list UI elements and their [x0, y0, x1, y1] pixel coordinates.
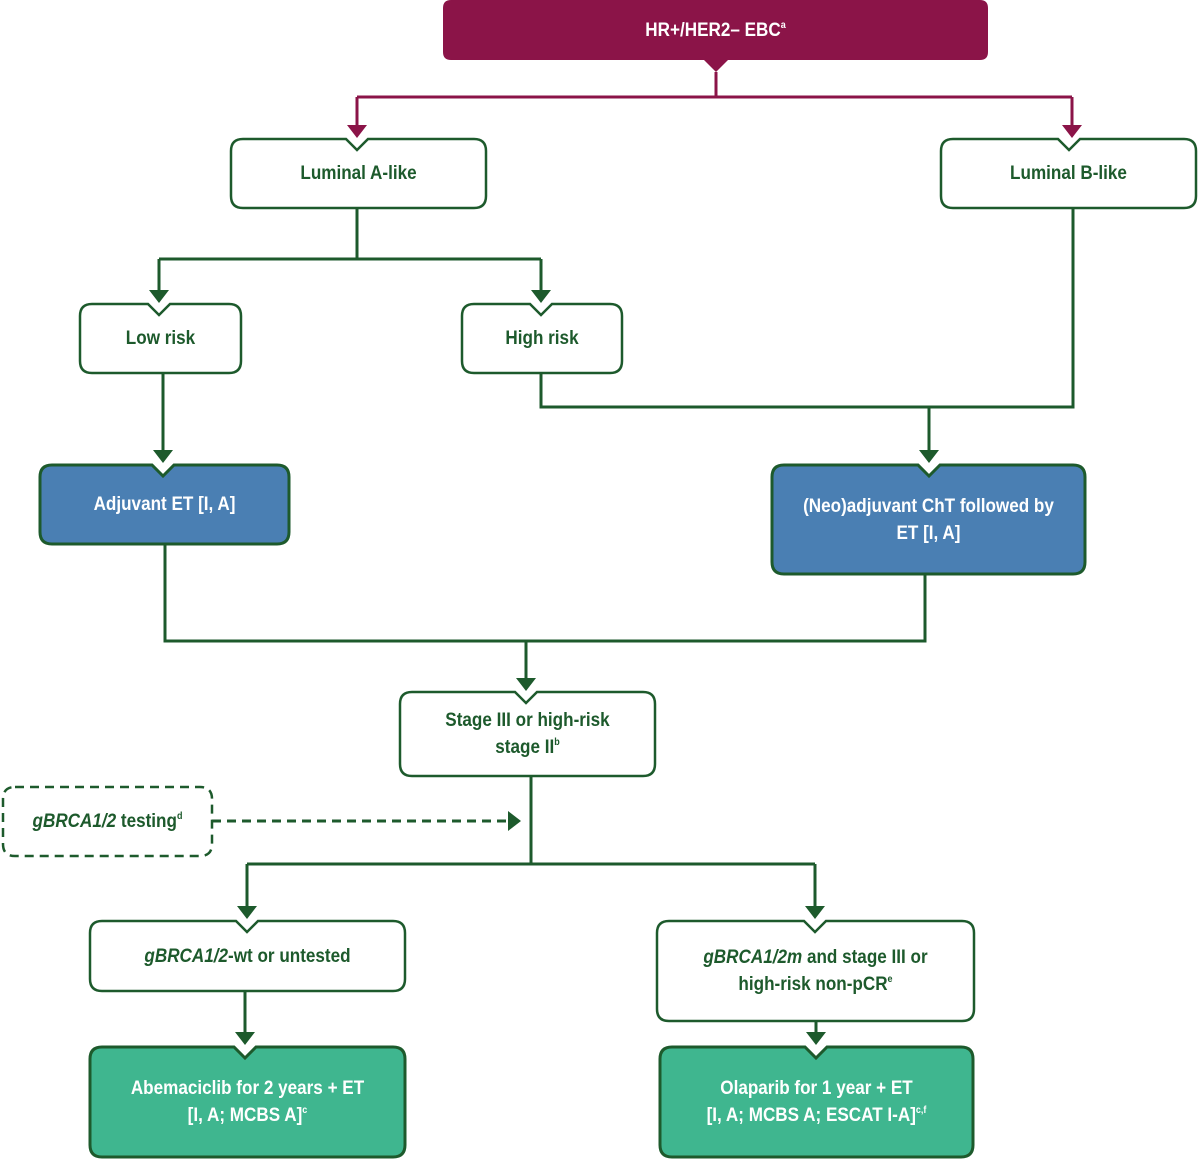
node-luminal-a-like: Luminal A-like [244, 139, 474, 208]
mut-line1: and stage III or [802, 947, 928, 968]
node-neoadjuvant-cht: (Neo)adjuvant ChT followed by ET [I, A] [788, 465, 1070, 574]
footnote-c: c [302, 1105, 308, 1116]
connector-treatment-merge [163, 544, 927, 643]
footnote-a: a [780, 19, 786, 31]
connector-high-risk-luminal-b-merge [539, 208, 1075, 409]
high-risk-box-shape [460, 302, 624, 375]
adjuvant-et-label: Adjuvant ET [I, A] [93, 494, 236, 515]
neoadjuvant-line2: ET [I, A] [896, 522, 961, 544]
node-adjuvant-et: Adjuvant ET [I, A] [52, 465, 276, 544]
arrow-to-abemaciclib [235, 1032, 255, 1045]
abemaciclib-box-shape [88, 1045, 407, 1159]
arrow-to-stage-iii [516, 678, 536, 691]
node-abemaciclib: Abemaciclib for 2 years + ET [I, A; MCBS … [106, 1047, 390, 1157]
footnote-cf: c,f [915, 1105, 927, 1116]
node-high-risk: High risk [470, 304, 614, 373]
arrow-to-mutated [805, 906, 825, 919]
stage3-line1: Stage III or high-risk [445, 710, 610, 731]
neoadjuvant-line1: (Neo)adjuvant ChT followed by [803, 495, 1054, 517]
low-risk-box-shape [78, 302, 243, 375]
low-risk-label: Low risk [125, 328, 196, 349]
luminal-a-label: Luminal A-like [300, 163, 417, 184]
arrow-to-wt [237, 906, 257, 919]
root-box-shape [443, 0, 988, 72]
footnote-d: d [176, 811, 183, 822]
abemaciclib-line2: [I, A; MCBS A] [187, 1105, 303, 1126]
testing-gene: gBRCA1/2 [32, 811, 117, 832]
luminal-a-box-shape [229, 137, 488, 210]
testing-box-shape [1, 785, 214, 858]
arrow-testing-to-stem [508, 811, 521, 831]
arrow-to-luminal-a [347, 125, 367, 138]
arrow-to-luminal-b [1062, 125, 1082, 138]
stage-iii-box-shape [398, 690, 657, 778]
arrow-to-high-risk [531, 290, 551, 303]
wt-gene: gBRCA1/2 [144, 945, 229, 967]
luminal-b-label: Luminal B-like [1010, 163, 1127, 184]
node-gbrca-wt: gBRCA1/2-wt or untested [106, 921, 390, 991]
arrow-to-olaparib [806, 1032, 826, 1045]
stage3-line2: stage II [495, 737, 555, 758]
node-olaparib: Olaparib for 1 year + ET [I, A; MCBS A; E… [676, 1047, 958, 1157]
adjuvant-et-box-shape [38, 463, 291, 546]
mutated-box-shape [655, 919, 976, 1023]
node-low-risk: Low risk [88, 304, 233, 373]
root-label: HR+/HER2– EBC [645, 19, 781, 41]
node-gbrca-testing: gBRCA1/2 testingd [13, 787, 201, 856]
node-luminal-b-like: Luminal B-like [954, 139, 1184, 208]
footnote-e: e [887, 974, 893, 985]
node-hr-her2-ebc: HR+/HER2– EBCa [470, 0, 961, 60]
node-gbrca-mutated: gBRCA1/2m and stage III or high-risk non-… [673, 921, 958, 1021]
olaparib-box-shape [658, 1045, 975, 1159]
arrow-to-adjuvant-et [153, 450, 173, 463]
mut-gene: gBRCA1/2m [703, 947, 803, 968]
node-stage-iii: Stage III or high-risk stage IIb [413, 692, 643, 776]
wt-label: -wt or untested [228, 945, 351, 967]
neoadjuvant-box-shape [770, 463, 1087, 576]
high-risk-label: High risk [505, 328, 579, 349]
footnote-b: b [554, 737, 560, 748]
wt-box-shape [88, 919, 407, 993]
mut-line2: high-risk non-pCR [738, 974, 888, 995]
arrow-to-low-risk [149, 290, 169, 303]
arrow-to-neoadjuvant [919, 450, 939, 463]
olaparib-line1: Olaparib for 1 year + ET [720, 1078, 913, 1099]
olaparib-line2: [I, A; MCBS A; ESCAT I-A] [706, 1105, 916, 1126]
testing-label: testing [116, 811, 177, 832]
abemaciclib-line1: Abemaciclib for 2 years + ET [130, 1078, 365, 1099]
luminal-b-box-shape [939, 137, 1198, 210]
